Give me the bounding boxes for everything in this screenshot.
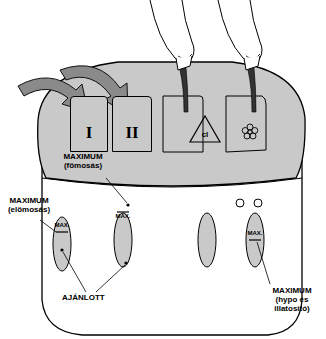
symbol-text: cl (202, 130, 209, 139)
triangle-outline (188, 114, 222, 144)
level-window (246, 213, 264, 267)
compartment-number: I (86, 123, 93, 143)
level-marks (56, 212, 261, 240)
knob (236, 199, 244, 207)
compartment: II (112, 96, 152, 152)
bottle (244, 56, 260, 70)
bottle (176, 56, 192, 70)
liquid-stream (180, 68, 188, 112)
finger (218, 0, 262, 62)
compartment: I (70, 96, 108, 152)
level-window (114, 213, 132, 267)
level-label: MAXIMUM (elömosás) (2, 196, 56, 214)
max-mark: MAX. (50, 222, 74, 229)
level-label: MAXIMUM (hypo és illatosító) (262, 286, 322, 314)
compartment-number: II (125, 123, 138, 143)
finger (150, 0, 194, 62)
level-dots (60, 203, 129, 264)
leader-lines (40, 178, 270, 292)
max-mark: MAX. (111, 213, 135, 220)
knob (254, 199, 262, 207)
liquid-stream (248, 68, 256, 112)
warning-triangle: cl (188, 114, 222, 144)
drawer-panel (38, 62, 305, 186)
level-label: MAXIMUM (fömosás) (52, 152, 114, 170)
compartment (226, 96, 266, 152)
compartment (163, 96, 203, 152)
max-mark: MAX. (243, 230, 267, 237)
flower-symbol (242, 124, 258, 139)
level-label: AJÁNLOTT (62, 293, 122, 302)
level-window (198, 213, 216, 267)
